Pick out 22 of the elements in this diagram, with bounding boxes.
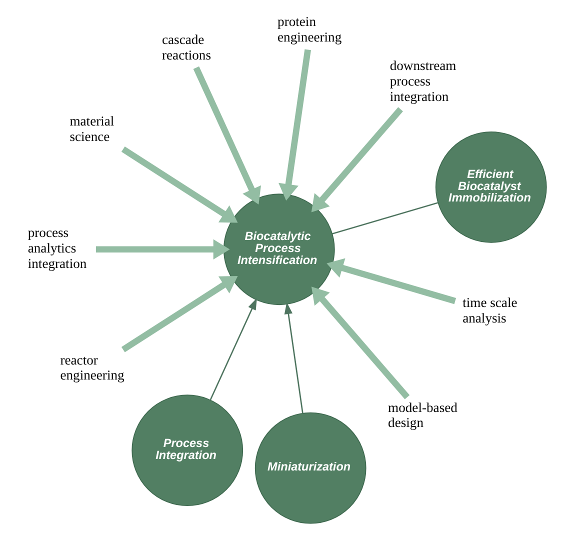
arrow — [311, 286, 410, 400]
node-text: cascade reactions — [162, 32, 212, 62]
arrow — [96, 239, 230, 260]
node-text: time scale analysis — [462, 295, 518, 326]
connector — [332, 202, 438, 234]
node-text: reactor engineering — [60, 352, 124, 383]
node-circle: Efficient Biocatalyst Immobilization — [435, 131, 547, 243]
arrow — [121, 276, 238, 352]
node-text: downstream process integration — [390, 58, 456, 104]
arrow — [326, 258, 456, 304]
arrow — [284, 302, 304, 414]
node-text: model-based design — [388, 400, 458, 430]
node-text: material science — [70, 113, 114, 144]
node-circle: Process Integration — [132, 394, 244, 506]
node-text: protein engineering — [278, 14, 342, 45]
arrow — [193, 66, 261, 204]
node-text: process analytics integration — [28, 225, 87, 271]
node-circle: Miniaturization — [254, 412, 366, 524]
arrow — [210, 298, 257, 400]
arrow — [311, 107, 403, 212]
arrow — [121, 146, 238, 223]
arrow — [278, 49, 311, 201]
